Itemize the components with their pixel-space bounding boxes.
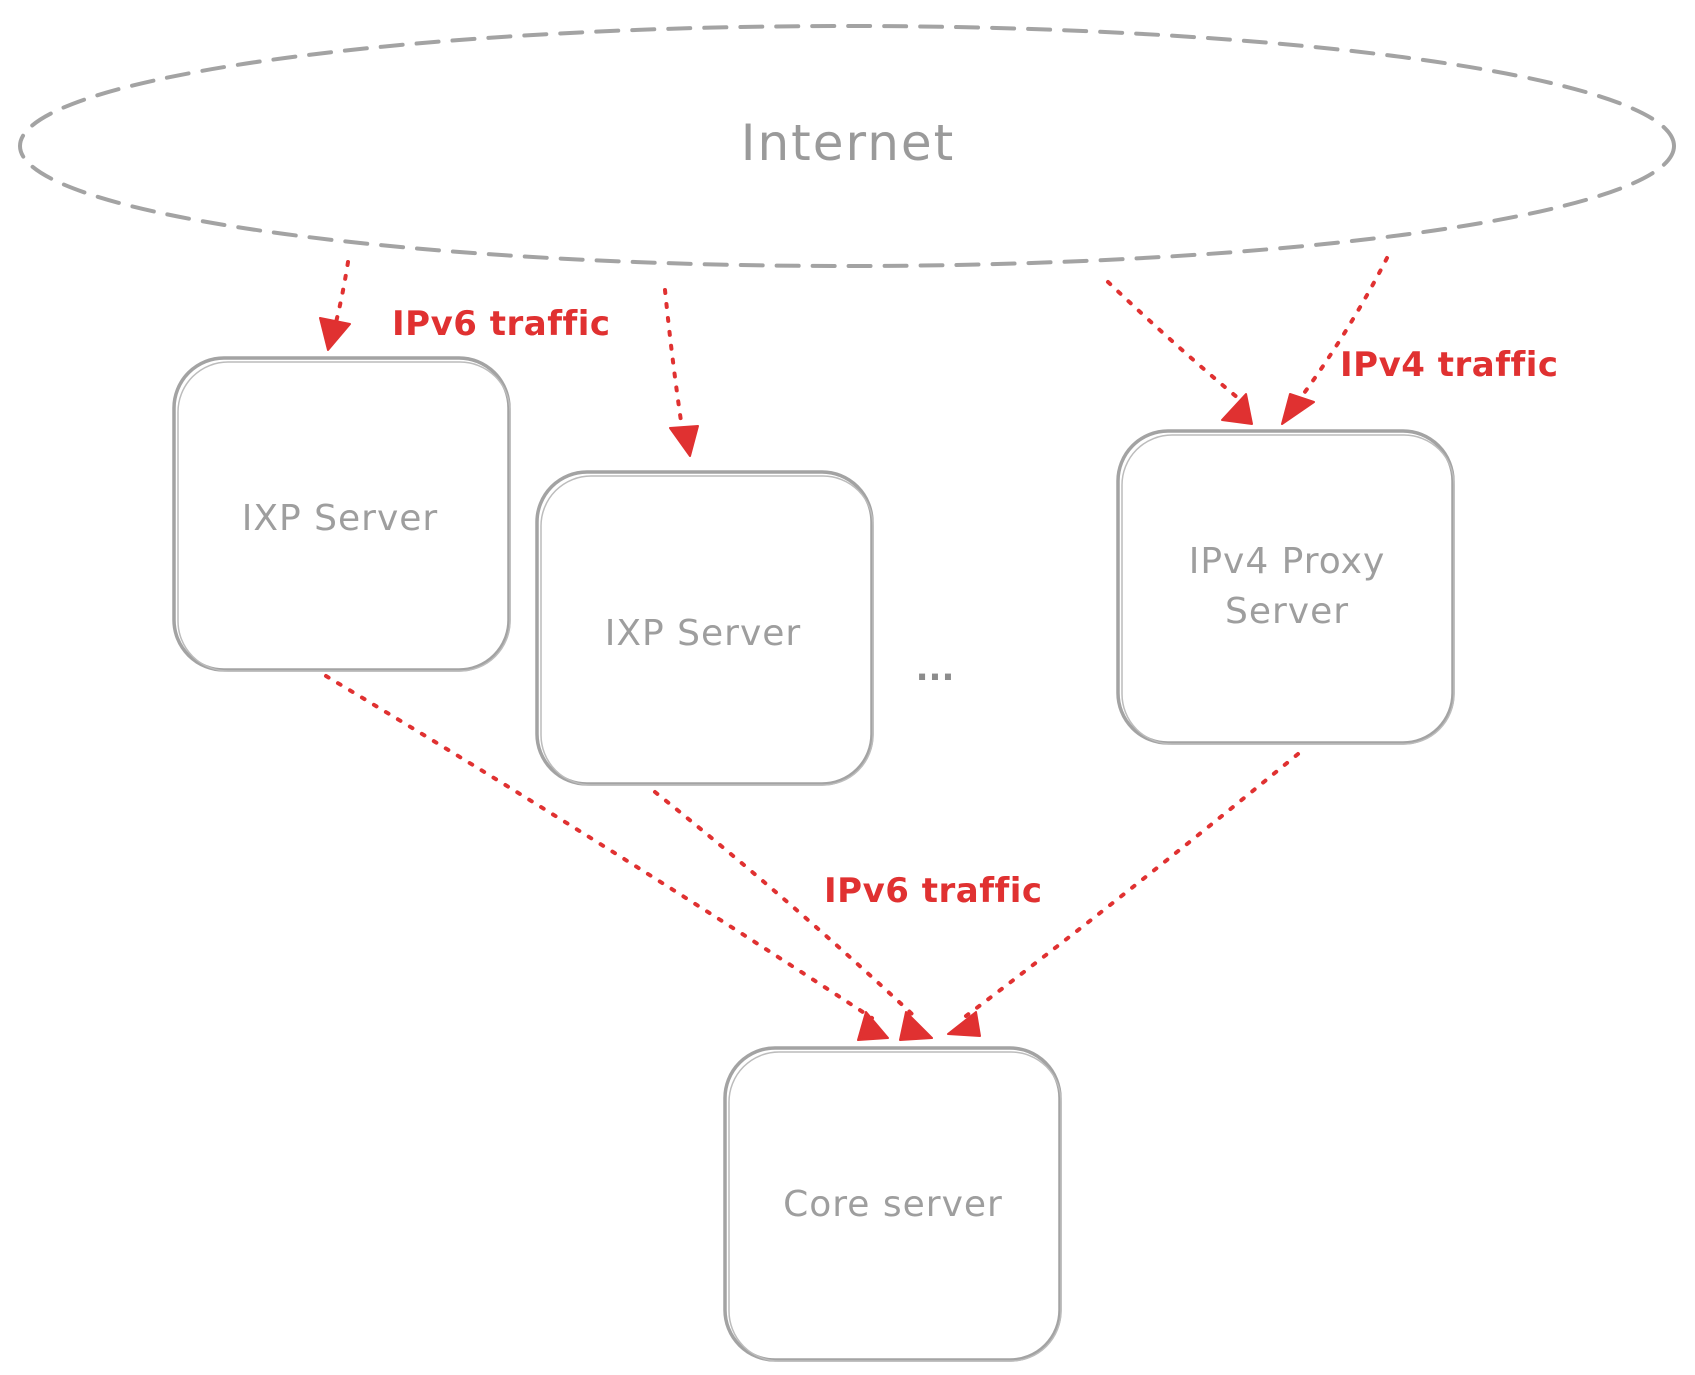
more-servers-ellipsis: ...	[916, 649, 955, 689]
edge-internet-to-proxy-b-arrowhead	[1281, 393, 1315, 425]
core-server-node[interactable]: Core server	[723, 1046, 1062, 1362]
edge-ixp-1-to-core-arrowhead	[857, 1011, 889, 1041]
edge-label-ipv4-top: IPv4 traffic	[1340, 345, 1559, 385]
internet-cloud-label: Internet	[741, 114, 956, 172]
ipv4-proxy-server-label-line1: IPv4 Proxy	[1189, 541, 1386, 582]
edge-internet-to-ixp-2[interactable]	[663, 288, 699, 457]
edge-internet-to-ixp-1[interactable]	[319, 260, 351, 351]
ixp-server-2-box-sketch	[540, 475, 874, 786]
ixp-server-node-1[interactable]: IXP Server	[172, 356, 511, 672]
internet-cloud-outline	[18, 24, 1676, 268]
edge-ixp-2-to-core-line	[653, 790, 914, 1016]
ixp-server-node-2[interactable]: IXP Server	[535, 470, 874, 786]
edge-proxy-to-core-line	[964, 752, 1300, 1018]
ipv4-proxy-server-box	[1116, 429, 1455, 745]
ipv4-proxy-server-box-sketch	[1121, 434, 1455, 745]
internet-cloud[interactable]: Internet	[18, 24, 1676, 268]
edge-label-ipv6-top: IPv6 traffic	[392, 304, 611, 344]
edge-internet-to-proxy-a-line	[1106, 280, 1240, 400]
edge-internet-to-ixp-1-line	[332, 260, 350, 332]
ipv4-proxy-server-node[interactable]: IPv4 Proxy Server	[1116, 429, 1455, 745]
edge-ixp-2-to-core-arrowhead	[899, 1011, 933, 1041]
edge-internet-to-proxy-a[interactable]	[1106, 280, 1253, 425]
edge-ixp-2-to-core[interactable]	[653, 790, 933, 1041]
edge-internet-to-proxy-a-arrowhead	[1221, 393, 1253, 425]
edge-internet-to-proxy-b[interactable]	[1281, 256, 1389, 425]
edge-proxy-to-core-arrowhead	[947, 1011, 981, 1037]
edge-label-ipv6-bottom: IPv6 traffic	[824, 871, 1043, 911]
ixp-server-2-label: IXP Server	[605, 613, 802, 654]
core-server-box	[723, 1046, 1062, 1362]
ipv4-proxy-server-label-line2: Server	[1225, 591, 1349, 632]
core-server-box-sketch	[728, 1051, 1062, 1362]
edge-internet-to-proxy-b-line	[1300, 256, 1389, 398]
edge-internet-to-ixp-1-arrowhead	[319, 317, 351, 351]
ixp-server-1-box-sketch	[177, 361, 511, 672]
edge-ixp-1-to-core[interactable]	[324, 674, 889, 1041]
ixp-server-2-box	[535, 470, 874, 786]
edge-internet-to-ixp-2-arrowhead	[669, 425, 699, 457]
core-server-label: Core server	[783, 1184, 1003, 1225]
ixp-server-1-label: IXP Server	[242, 498, 439, 539]
edge-proxy-to-core[interactable]	[947, 752, 1300, 1037]
edge-internet-to-ixp-2-line	[663, 288, 684, 430]
ixp-server-1-box	[172, 356, 511, 672]
edge-ixp-1-to-core-line	[324, 674, 874, 1020]
